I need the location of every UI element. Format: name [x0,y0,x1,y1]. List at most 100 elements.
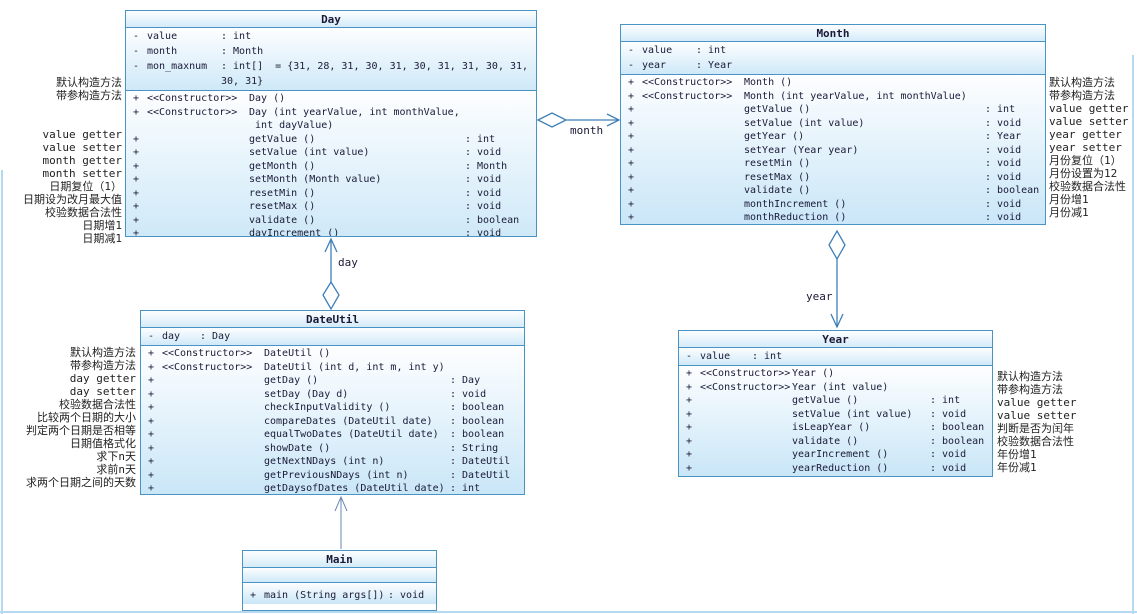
annotation-line: 日期减1 [82,232,122,245]
visibility-symbol: + [628,171,635,183]
visibility-symbol: + [133,187,140,199]
method-return-type: : void [930,462,967,474]
method-row: + <<Constructor>> DateUtil (int d, int m… [141,361,524,375]
method-name: dayIncrement () [249,228,340,237]
visibility-symbol: + [148,361,155,373]
visibility-symbol: + [148,469,155,481]
stereotype [642,117,744,131]
class-main[interactable]: Main + main (String args[]) : void [242,550,437,611]
visibility-symbol: + [133,201,140,212]
visibility-symbol: - [628,45,635,56]
annotation-line: 默认构造方法 [70,346,136,359]
method-row: + <<Constructor>> Day () [126,92,536,106]
method-name: Day (int yearValue, int monthValue, int … [249,106,460,132]
stereotype: <<Constructor>> [642,90,733,102]
annotation-line: 日期复位（1） [49,180,122,193]
visibility-symbol: - [148,331,155,342]
stereotype: <<Constructor>> [162,361,253,373]
stereotype [162,482,264,494]
visibility-symbol: + [148,375,155,386]
method-return-type [465,106,532,133]
stereotype [147,146,249,160]
method-return-type: : int [930,395,961,406]
annotation-line: value getter [42,128,122,141]
attributes-compartment: - value : int - month : Month - mon_maxn… [126,28,536,91]
stereotype [700,408,792,422]
stereotype [642,103,744,117]
stereotype [147,214,249,228]
visibility-symbol: + [148,402,155,413]
visibility-symbol: + [148,456,155,467]
method-name: resetMin () [249,187,316,199]
annotation-line: 默认构造方法 [56,76,122,89]
method-name: getDay () [264,375,319,386]
method-return-type: : void [465,147,502,158]
method-row: + main (String args[]) : void [243,584,436,603]
method-name: getNextNDays (int n) [264,456,385,467]
attribute-row: - mon_maxnum : int[] = {31, 28, 31, 30, … [126,59,536,89]
stereotype [642,184,744,198]
stereotype: <<Constructor>> [147,93,238,104]
class-year[interactable]: Year - value : int + <<Constructor>> Yea… [678,330,993,477]
stereotype [700,448,792,462]
methods-compartment: + <<Constructor>> Month () + <<Construct… [621,75,1045,224]
annotation-line: 默认构造方法 [997,370,1063,383]
method-return-type [930,381,988,395]
class-title: Day [126,11,536,28]
method-return-type [465,92,532,106]
aggregation-diamond [828,229,846,261]
method-return-type: : void [465,201,502,212]
attribute-name: value [700,351,731,362]
method-name: setDay (Day d) [264,388,349,400]
class-day[interactable]: Day - value : int - month : Month - mon_… [125,10,537,237]
attribute-type: : Month [221,46,264,57]
method-name: getPreviousNDays (int n) [264,469,409,481]
stereotype [700,421,792,435]
canvas-edge-bottom [0,611,1137,613]
method-name: resetMax () [249,201,316,212]
method-name: yearReduction () [792,462,889,474]
method-name: Month (int yearValue, int monthValue) [744,90,967,102]
method-name: compareDates (DateUtil date) [264,415,433,427]
method-row: + <<Constructor>> Month () [621,76,1045,90]
annotation-line: 带参构造方法 [1049,89,1115,102]
aggregation-dateutil-day [322,237,340,311]
annotation-line: 默认构造方法 [1049,76,1115,89]
attribute-name: year [642,60,667,71]
attributes-compartment: - day : Day [141,328,524,346]
class-dateutil[interactable]: DateUtil - day : Day + <<Constructor>> D… [140,310,525,495]
stereotype: <<Constructor>> [700,381,791,393]
stereotype [162,388,264,402]
method-row: + compareDates (DateUtil date) : boolean [141,415,524,429]
method-return-type: : DateUtil [450,469,511,481]
class-month[interactable]: Month - value : int - year : Year + [620,24,1046,225]
method-name: setValue (int value) [792,408,913,420]
method-row: + setValue (int value) : void [621,117,1045,131]
method-return-type [930,367,988,381]
attribute-row: - value : int [621,43,1045,58]
annotation-line: 判断是否为闰年 [997,422,1074,435]
class-title: Year [679,331,992,348]
attribute-row: - value : int [679,349,992,364]
method-row: + isLeapYear () : boolean [679,421,992,435]
method-row: + validate () : boolean [679,435,992,449]
annotation-line: month getter [42,154,122,167]
class-title: Main [243,551,436,568]
annotation-line: 校验数据合法性 [997,435,1074,448]
stereotype [642,171,744,185]
method-name: setYear (Year year) [744,144,859,156]
attribute-name: month [147,46,178,57]
method-return-type: : boolean [930,422,985,433]
method-return-type: : String [450,442,499,454]
methods-compartment: + <<Constructor>> Year () + <<Constructo… [679,366,992,476]
attribute-type: : Day [200,331,231,342]
visibility-symbol: + [133,147,140,158]
visibility-symbol: + [686,408,693,420]
method-name: DateUtil (int d, int m, int y) [264,361,445,373]
attribute-type: : int [752,351,783,362]
method-row: + setDay (Day d) : void [141,388,524,402]
method-return-type: : DateUtil [450,456,511,467]
stereotype: <<Constructor>> [642,77,733,88]
annotation-line: 校验数据合法性 [59,398,136,411]
